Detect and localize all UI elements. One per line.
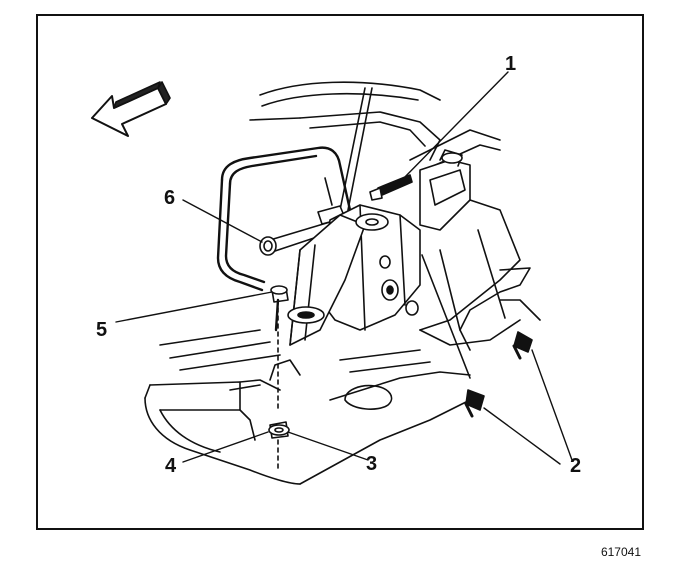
callout-5: 5: [96, 319, 108, 341]
cables: [324, 87, 373, 211]
frame-rail: [249, 81, 501, 173]
callout-2: 2: [570, 455, 582, 477]
wire-harness: [216, 146, 352, 292]
support-column: [287, 213, 389, 346]
forward-arrow-icon: [91, 81, 171, 137]
callout-6: 6: [164, 187, 176, 209]
mounting-bracket: [369, 149, 471, 231]
floor-plate: [144, 329, 471, 485]
callout-4: 4: [165, 455, 177, 477]
callout-3: 3: [366, 453, 378, 475]
figure-number: 617041: [600, 545, 641, 559]
floor-panel: [419, 199, 541, 351]
callout-1: 1: [505, 53, 517, 75]
right-bolts: [421, 229, 533, 418]
leader-lines: [115, 71, 573, 465]
stud-assembly: [268, 285, 290, 471]
